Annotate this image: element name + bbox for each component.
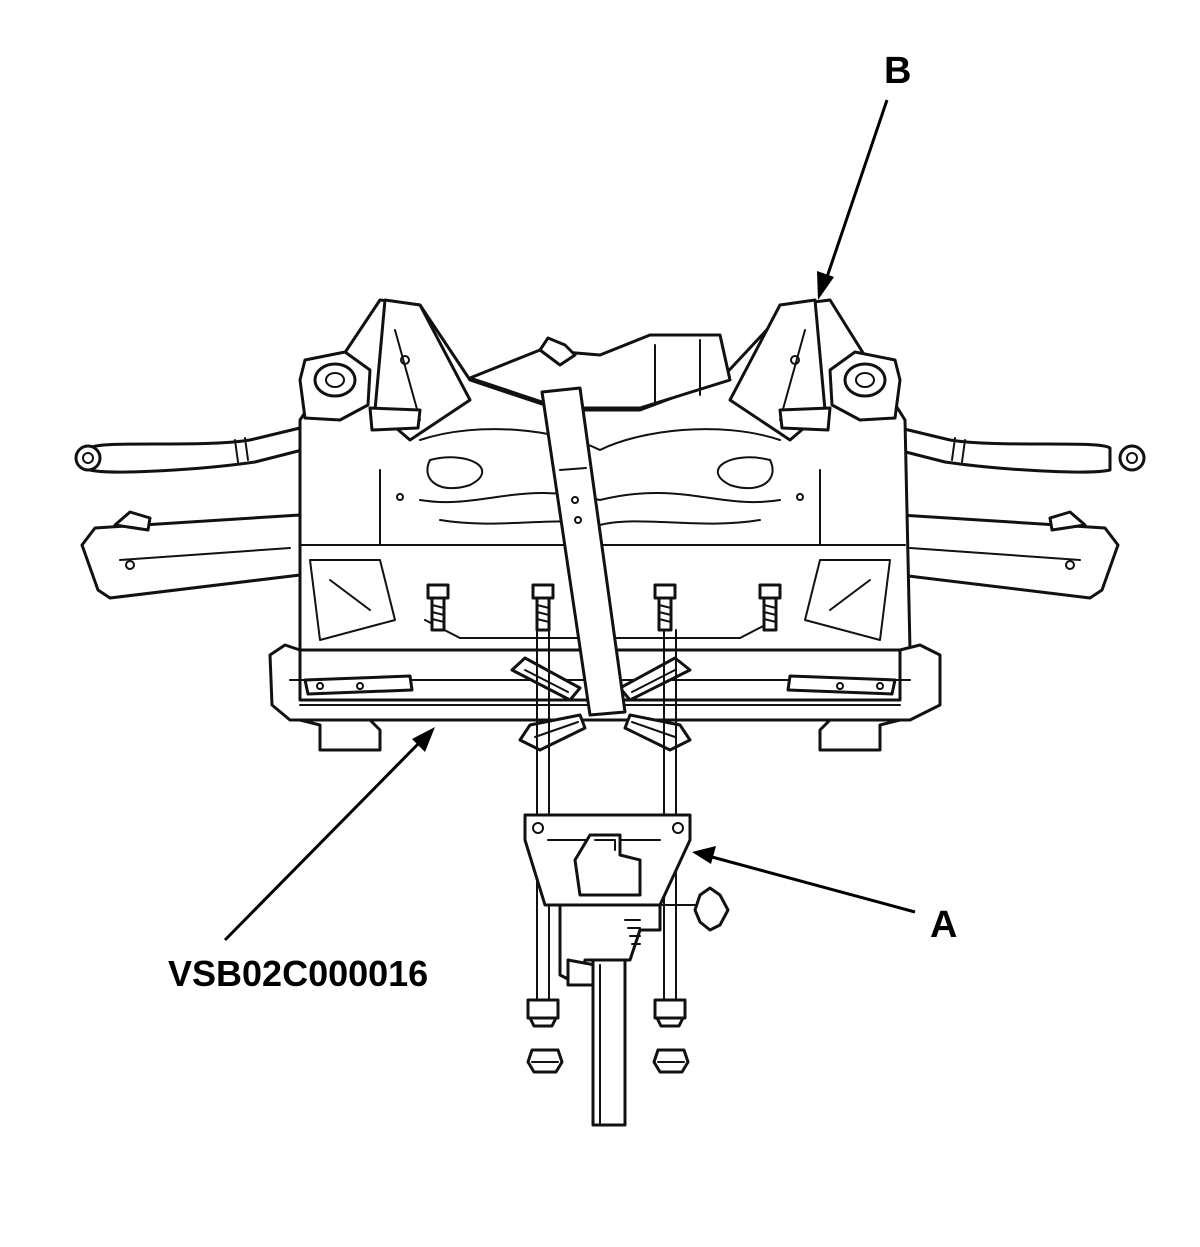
support-strap bbox=[540, 386, 627, 717]
callout-label-a: A bbox=[930, 904, 958, 946]
right-lower-arm bbox=[876, 510, 1120, 600]
jack-post bbox=[591, 958, 627, 1127]
leader-arrow-a bbox=[692, 846, 916, 914]
right-upper-link bbox=[888, 426, 1146, 474]
subframe-bolt-4 bbox=[758, 583, 782, 632]
nut-3 bbox=[526, 1048, 564, 1074]
jack-adapter-a bbox=[523, 813, 730, 987]
subframe-b bbox=[298, 298, 912, 652]
subframe-bolt-1 bbox=[426, 583, 450, 632]
callout-label-b: B bbox=[884, 50, 912, 92]
left-lower-arm bbox=[80, 510, 324, 600]
left-upper-link bbox=[74, 426, 312, 474]
nut-2 bbox=[653, 998, 687, 1028]
leader-arrow-b bbox=[817, 99, 889, 300]
subframe-bolt-3 bbox=[653, 583, 677, 632]
subframe-bolt-2 bbox=[531, 583, 555, 632]
nut-4 bbox=[652, 1048, 690, 1074]
subframe-adapter-tool bbox=[268, 643, 942, 752]
callout-label-tool-code: VSB02C000016 bbox=[168, 953, 429, 994]
nut-1 bbox=[526, 998, 560, 1028]
leader-arrow-tool bbox=[223, 727, 435, 942]
